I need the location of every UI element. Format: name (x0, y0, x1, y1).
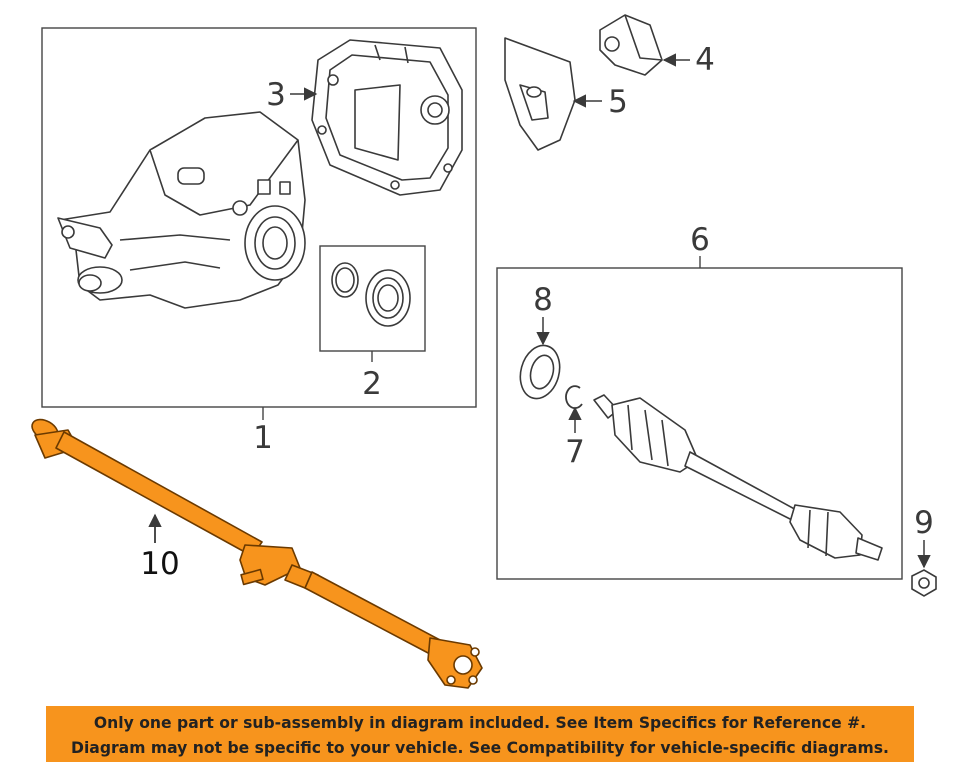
differential-icon (57, 111, 306, 309)
callout-2: 2 (362, 366, 382, 402)
mount-icon (599, 14, 663, 76)
callout-8: 8 (533, 282, 553, 318)
callout-7: 7 (565, 434, 585, 470)
callout-9: 9 (914, 505, 934, 541)
seal-icon (519, 344, 561, 400)
seals-icon (331, 262, 411, 327)
callout-4: 4 (695, 42, 715, 78)
circlip-icon (565, 385, 583, 409)
callout-5: 5 (608, 84, 628, 120)
axle-icon (593, 394, 883, 561)
bracket-icon (504, 37, 576, 151)
disclaimer-banner: Only one part or sub-assembly in diagram… (46, 706, 914, 762)
drive-shaft-icon (31, 418, 483, 689)
disclaimer-line-2: Diagram may not be specific to your vehi… (71, 739, 889, 757)
nut-icon (911, 569, 937, 597)
disclaimer-line-1: Only one part or sub-assembly in diagram… (93, 714, 867, 732)
callout-1: 1 (253, 420, 273, 456)
callout-6: 6 (690, 222, 710, 258)
assembly-box-1 (41, 27, 477, 408)
callout-3: 3 (266, 77, 286, 113)
callout-10: 10 (140, 546, 179, 582)
cover-icon (311, 39, 463, 196)
parts-diagram: 3 4 5 2 1 6 8 7 9 (31, 14, 937, 689)
